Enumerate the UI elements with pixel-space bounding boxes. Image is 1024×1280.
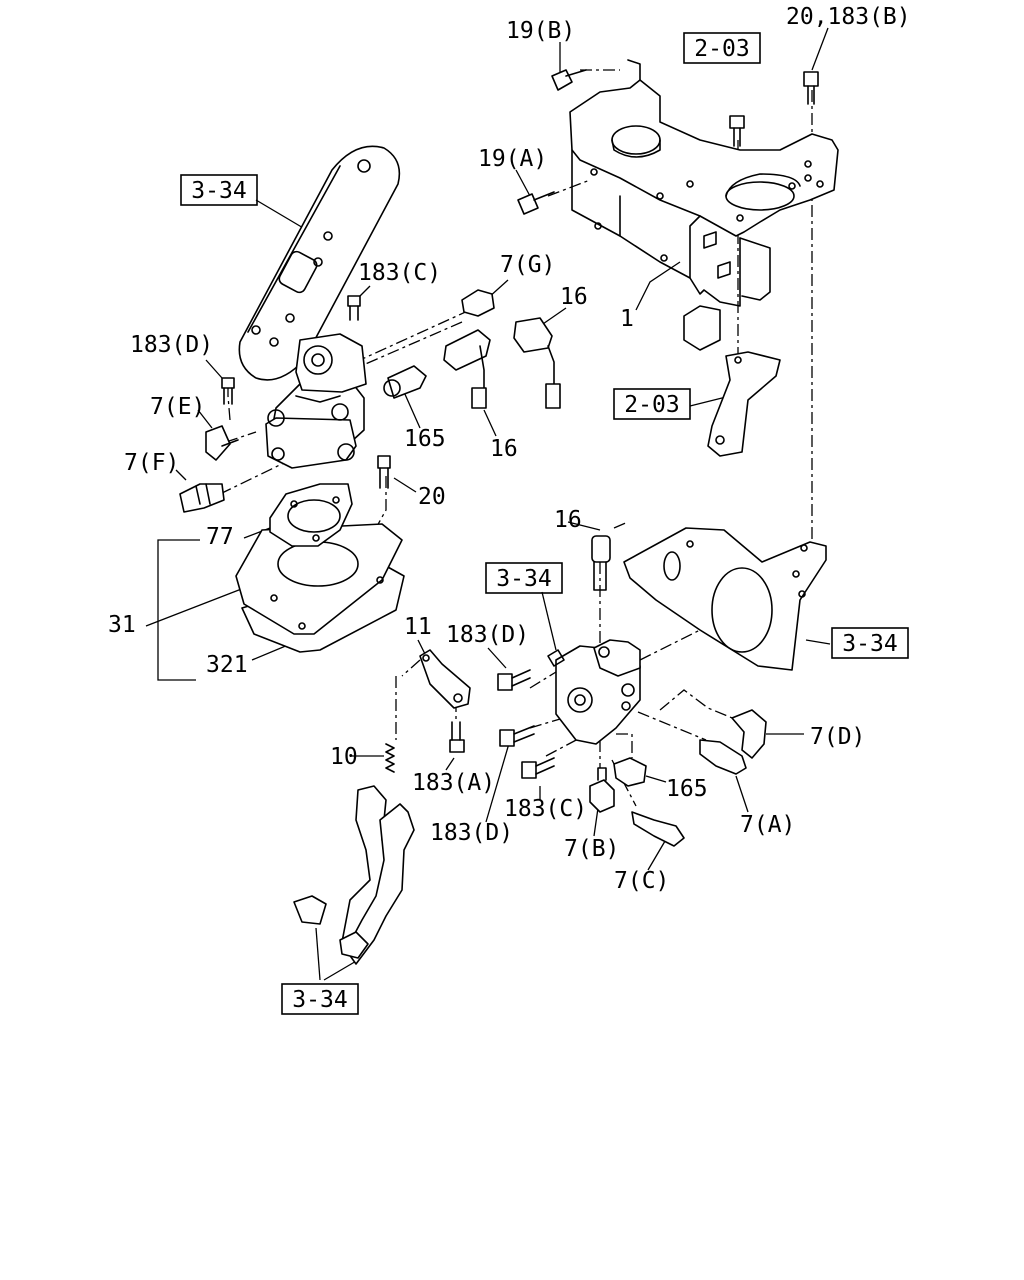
fitting-7f <box>179 483 225 513</box>
label-183c-lower: 183(C) <box>504 796 587 822</box>
label-20: 20 <box>418 484 446 510</box>
bolt-19b <box>551 69 587 91</box>
bolt-20-183b <box>803 71 819 105</box>
brake-valve-lower <box>547 639 641 745</box>
ref-box-label: 3-34 <box>842 631 897 657</box>
switch-16-upper <box>513 317 561 409</box>
label-7f: 7(F) <box>124 450 179 476</box>
label-31: 31 <box>108 612 136 638</box>
arm-11 <box>419 649 471 709</box>
small-bracket <box>707 351 781 457</box>
label-7c: 7(C) <box>614 868 669 894</box>
label-7e: 7(E) <box>150 394 205 420</box>
fitting-7c <box>631 811 685 847</box>
sensor-165-upper <box>383 365 427 399</box>
bolt-183a <box>449 721 465 753</box>
label-11: 11 <box>404 614 432 640</box>
bolt-183c-lower <box>521 757 555 779</box>
label-183d-lower: 183(D) <box>430 820 513 846</box>
fitting-7g <box>461 289 495 317</box>
label-183a: 183(A) <box>412 770 495 796</box>
label-1: 1 <box>620 306 634 332</box>
label-7d: 7(D) <box>810 724 865 750</box>
switch-16-lower <box>443 329 491 409</box>
label-10: 10 <box>330 744 358 770</box>
label-183c-upper: 183(C) <box>358 260 441 286</box>
label-20-183b: 20,183(B) <box>786 4 911 30</box>
brake-pedal <box>238 145 401 381</box>
label-19a: 19(A) <box>478 146 547 172</box>
ref-box-2-03-top: 2-03 <box>683 32 761 64</box>
fitting-7b <box>589 767 615 813</box>
fitting-165-lower <box>613 757 647 787</box>
bolt-20 <box>377 455 391 489</box>
label-7g: 7(G) <box>500 252 555 278</box>
switch-16-valve <box>591 535 611 591</box>
bolt-2-03 <box>729 115 745 147</box>
ref-box-label: 2-03 <box>624 392 679 418</box>
gasket-77 <box>269 483 353 547</box>
label-165-upper: 165 <box>404 426 446 452</box>
bolt-183d-upper <box>221 377 235 405</box>
label-183d-valve: 183(D) <box>446 622 529 648</box>
spring-10 <box>385 743 395 773</box>
brake-valve <box>265 333 367 469</box>
ref-box-3-34-plate: 3-34 <box>831 627 909 659</box>
bolt-183c-upper <box>347 295 361 321</box>
bolt-183d-lower <box>499 725 535 747</box>
fitting-7d <box>731 709 767 759</box>
ref-box-3-34-pedal: 3-34 <box>180 174 258 206</box>
label-165-lower: 165 <box>666 776 708 802</box>
label-77: 77 <box>206 524 234 550</box>
label-16-lower: 16 <box>490 436 518 462</box>
ref-box-label: 3-34 <box>191 178 246 204</box>
label-16-valve: 16 <box>554 507 582 533</box>
label-7b: 7(B) <box>564 836 619 862</box>
ref-box-label: 2-03 <box>694 36 749 62</box>
mounting-bracket <box>569 59 839 351</box>
ref-box-2-03-bracket: 2-03 <box>613 388 691 420</box>
pedal-lever <box>293 785 415 965</box>
label-321: 321 <box>206 652 248 678</box>
mounting-plate-3-34 <box>623 527 827 671</box>
label-7a: 7(A) <box>740 812 795 838</box>
bolt-183d-valve <box>497 669 531 691</box>
ref-box-3-34-lever: 3-34 <box>281 983 359 1015</box>
fitting-7a <box>699 739 747 775</box>
label-183d-upper: 183(D) <box>130 332 213 358</box>
ref-box-label: 3-34 <box>496 566 551 592</box>
bolt-19a <box>517 191 555 215</box>
ref-box-label: 3-34 <box>292 987 347 1013</box>
label-16-upper: 16 <box>560 284 588 310</box>
ref-box-3-34-valve: 3-34 <box>485 562 563 594</box>
label-19b: 19(B) <box>506 18 575 44</box>
fitting-7e <box>205 425 239 461</box>
